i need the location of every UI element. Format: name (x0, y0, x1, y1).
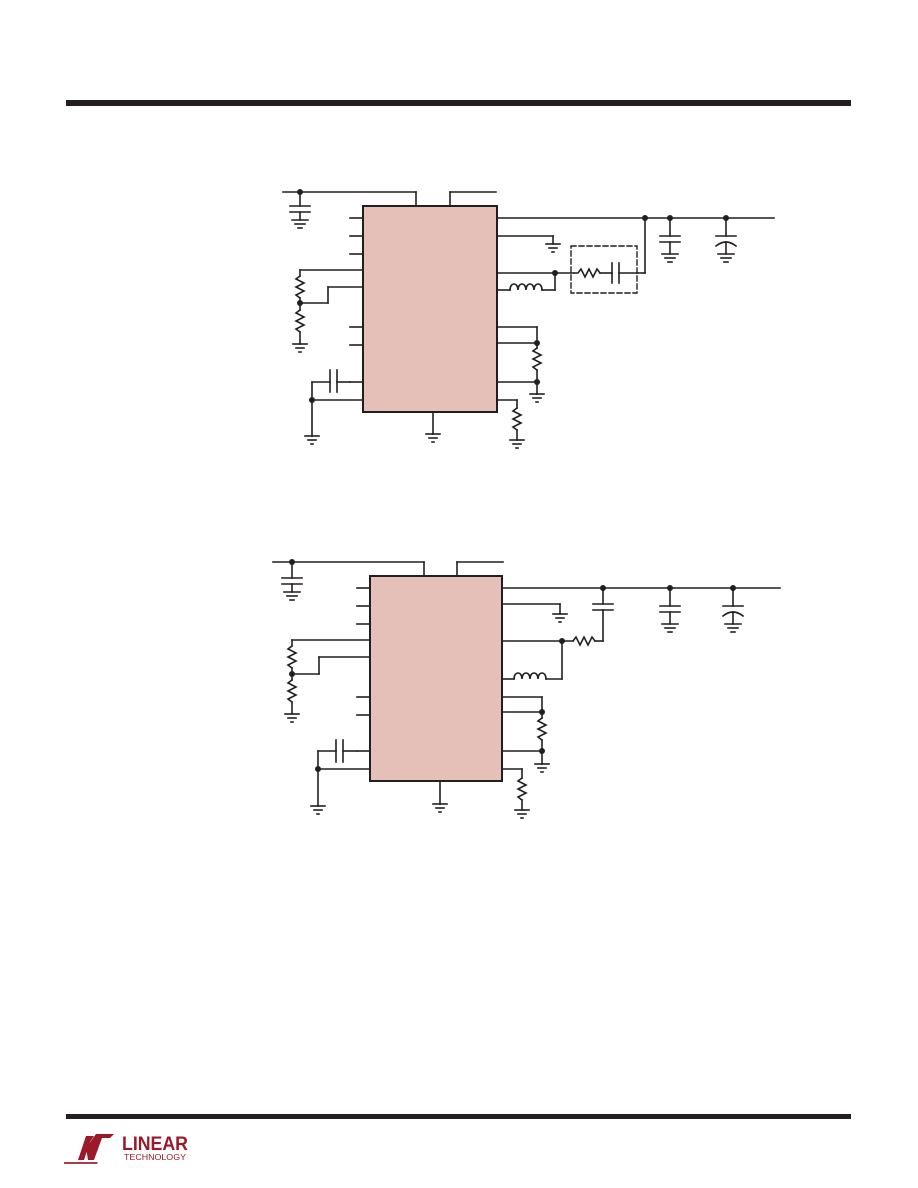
svg-text:LINEAR: LINEAR (122, 1134, 188, 1155)
left-pins-2 (291, 587, 371, 770)
svg-text:TECHNOLOGY: TECHNOLOGY (124, 1153, 187, 1162)
output-rail-2 (501, 585, 781, 642)
header-rule (66, 100, 851, 106)
vin-rail-2 (272, 559, 504, 601)
feedback-divider-2 (284, 639, 320, 723)
ic-ground-1 (425, 411, 441, 443)
ic-ground-2 (432, 780, 448, 813)
lt-logo-icon: LINEAR TECHNOLOGY (64, 1134, 188, 1164)
right-pins-1 (496, 235, 575, 449)
right-pins-2 (501, 603, 604, 819)
rc-snubber-1 (570, 245, 638, 294)
vin-rail-1 (282, 189, 497, 229)
left-pins-1 (299, 217, 364, 401)
ss-cap-2 (310, 739, 358, 815)
ic-block-1 (362, 205, 498, 413)
feedback-divider-1 (292, 269, 329, 353)
footer-rule (66, 1114, 851, 1119)
ss-cap-1 (304, 369, 351, 445)
output-rail-1 (496, 215, 775, 274)
ic-block-2 (369, 575, 503, 782)
